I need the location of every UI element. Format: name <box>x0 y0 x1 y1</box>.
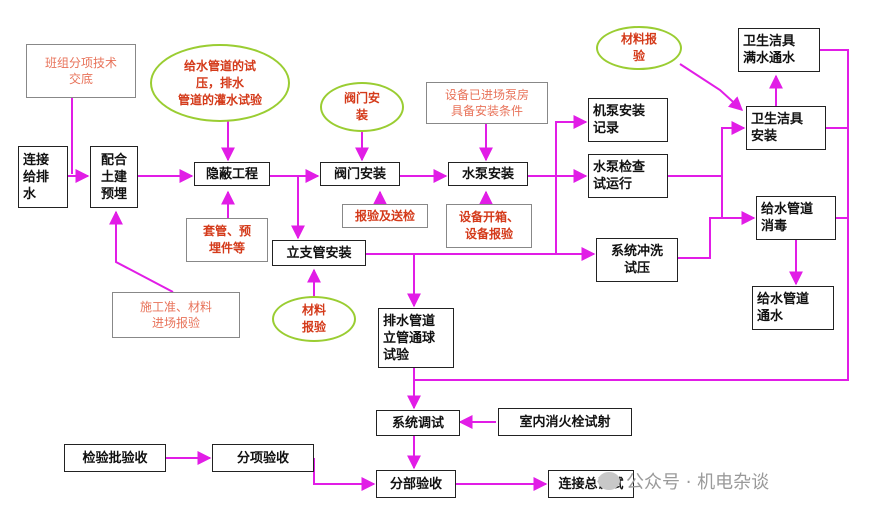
box-lianjie-jipaishui: 连接 给排 水 <box>18 146 68 208</box>
box-baoyan-songjian: 报验及送检 <box>342 204 428 228</box>
box-jishui-xiaodu: 给水管道 消毒 <box>756 196 836 240</box>
box-weisheng-anzhuang: 卫生洁具 安装 <box>746 106 826 150</box>
note-shebei-jinchang: 设备已进场泵房 具备安装条件 <box>426 82 548 124</box>
box-peihe-tujian: 配合 土建 预埋 <box>90 146 138 208</box>
oval-cailiao-baoyan-bottom: 材料 报验 <box>272 296 356 342</box>
edge-fenxiang-fenbu <box>313 458 376 491</box>
box-famen-anzhuang: 阀门安装 <box>320 162 400 186</box>
edge-cailiao-weisheng <box>679 63 744 111</box>
box-shuibeng-jiancha: 水泵检查 试运行 <box>588 154 668 198</box>
box-xitong-chongxi: 系统冲洗 试压 <box>596 238 678 282</box>
watermark-text: 公众号 · 机电杂谈 <box>626 472 770 493</box>
box-shinei-xiaohuoshuan: 室内消火栓试射 <box>498 408 632 436</box>
wechat-icon <box>598 472 620 490</box>
oval-cailiao-baoyan-top: 材料报 验 <box>596 26 682 70</box>
edge-shigong-peihe <box>109 210 174 293</box>
watermark: 公众号 · 机电杂谈 <box>598 468 769 494</box>
box-yinbi-gongcheng: 隐蔽工程 <box>194 162 270 186</box>
box-shuibeng-anzhuang: 水泵安装 <box>448 162 528 186</box>
box-weisheng-manshui: 卫生洁具 满水通水 <box>738 28 820 72</box>
edge-trunk-weisheng <box>721 121 746 218</box>
oval-famen-anzhuang: 阀门安 装 <box>320 82 404 132</box>
edge-loop-xitong <box>407 49 849 410</box>
box-lizhiguan-anzhuang: 立支管安装 <box>272 240 366 266</box>
box-jianyanpi-yanshou: 检验批验收 <box>64 444 166 472</box>
box-xitong-tiaoshi: 系统调试 <box>376 410 460 436</box>
edge-jibeng <box>555 115 588 176</box>
box-paishui-tongqiu: 排水管道 立管通球 试验 <box>378 308 454 368</box>
box-jishui-tongshui: 给水管道 通水 <box>752 286 834 330</box>
box-jibeng-jilu: 机泵安装 记录 <box>588 98 668 142</box>
oval-jishui-shiya: 给水管道的试 压，排水 管道的灌水试验 <box>150 44 290 122</box>
box-taoguan-maijian: 套管、预 埋件等 <box>186 218 268 262</box>
edge-chongxi-xiaodu <box>678 211 756 259</box>
box-fenxiang-yanshou: 分项验收 <box>212 444 314 472</box>
box-shebei-kaixiang: 设备开箱、 设备报验 <box>446 204 532 248</box>
note-banzu-jiaodi: 班组分项技术 交底 <box>26 44 136 98</box>
note-shigong-cailiao: 施工准、材料 进场报验 <box>112 292 240 338</box>
box-fenbu-yanshou: 分部验收 <box>376 470 456 498</box>
